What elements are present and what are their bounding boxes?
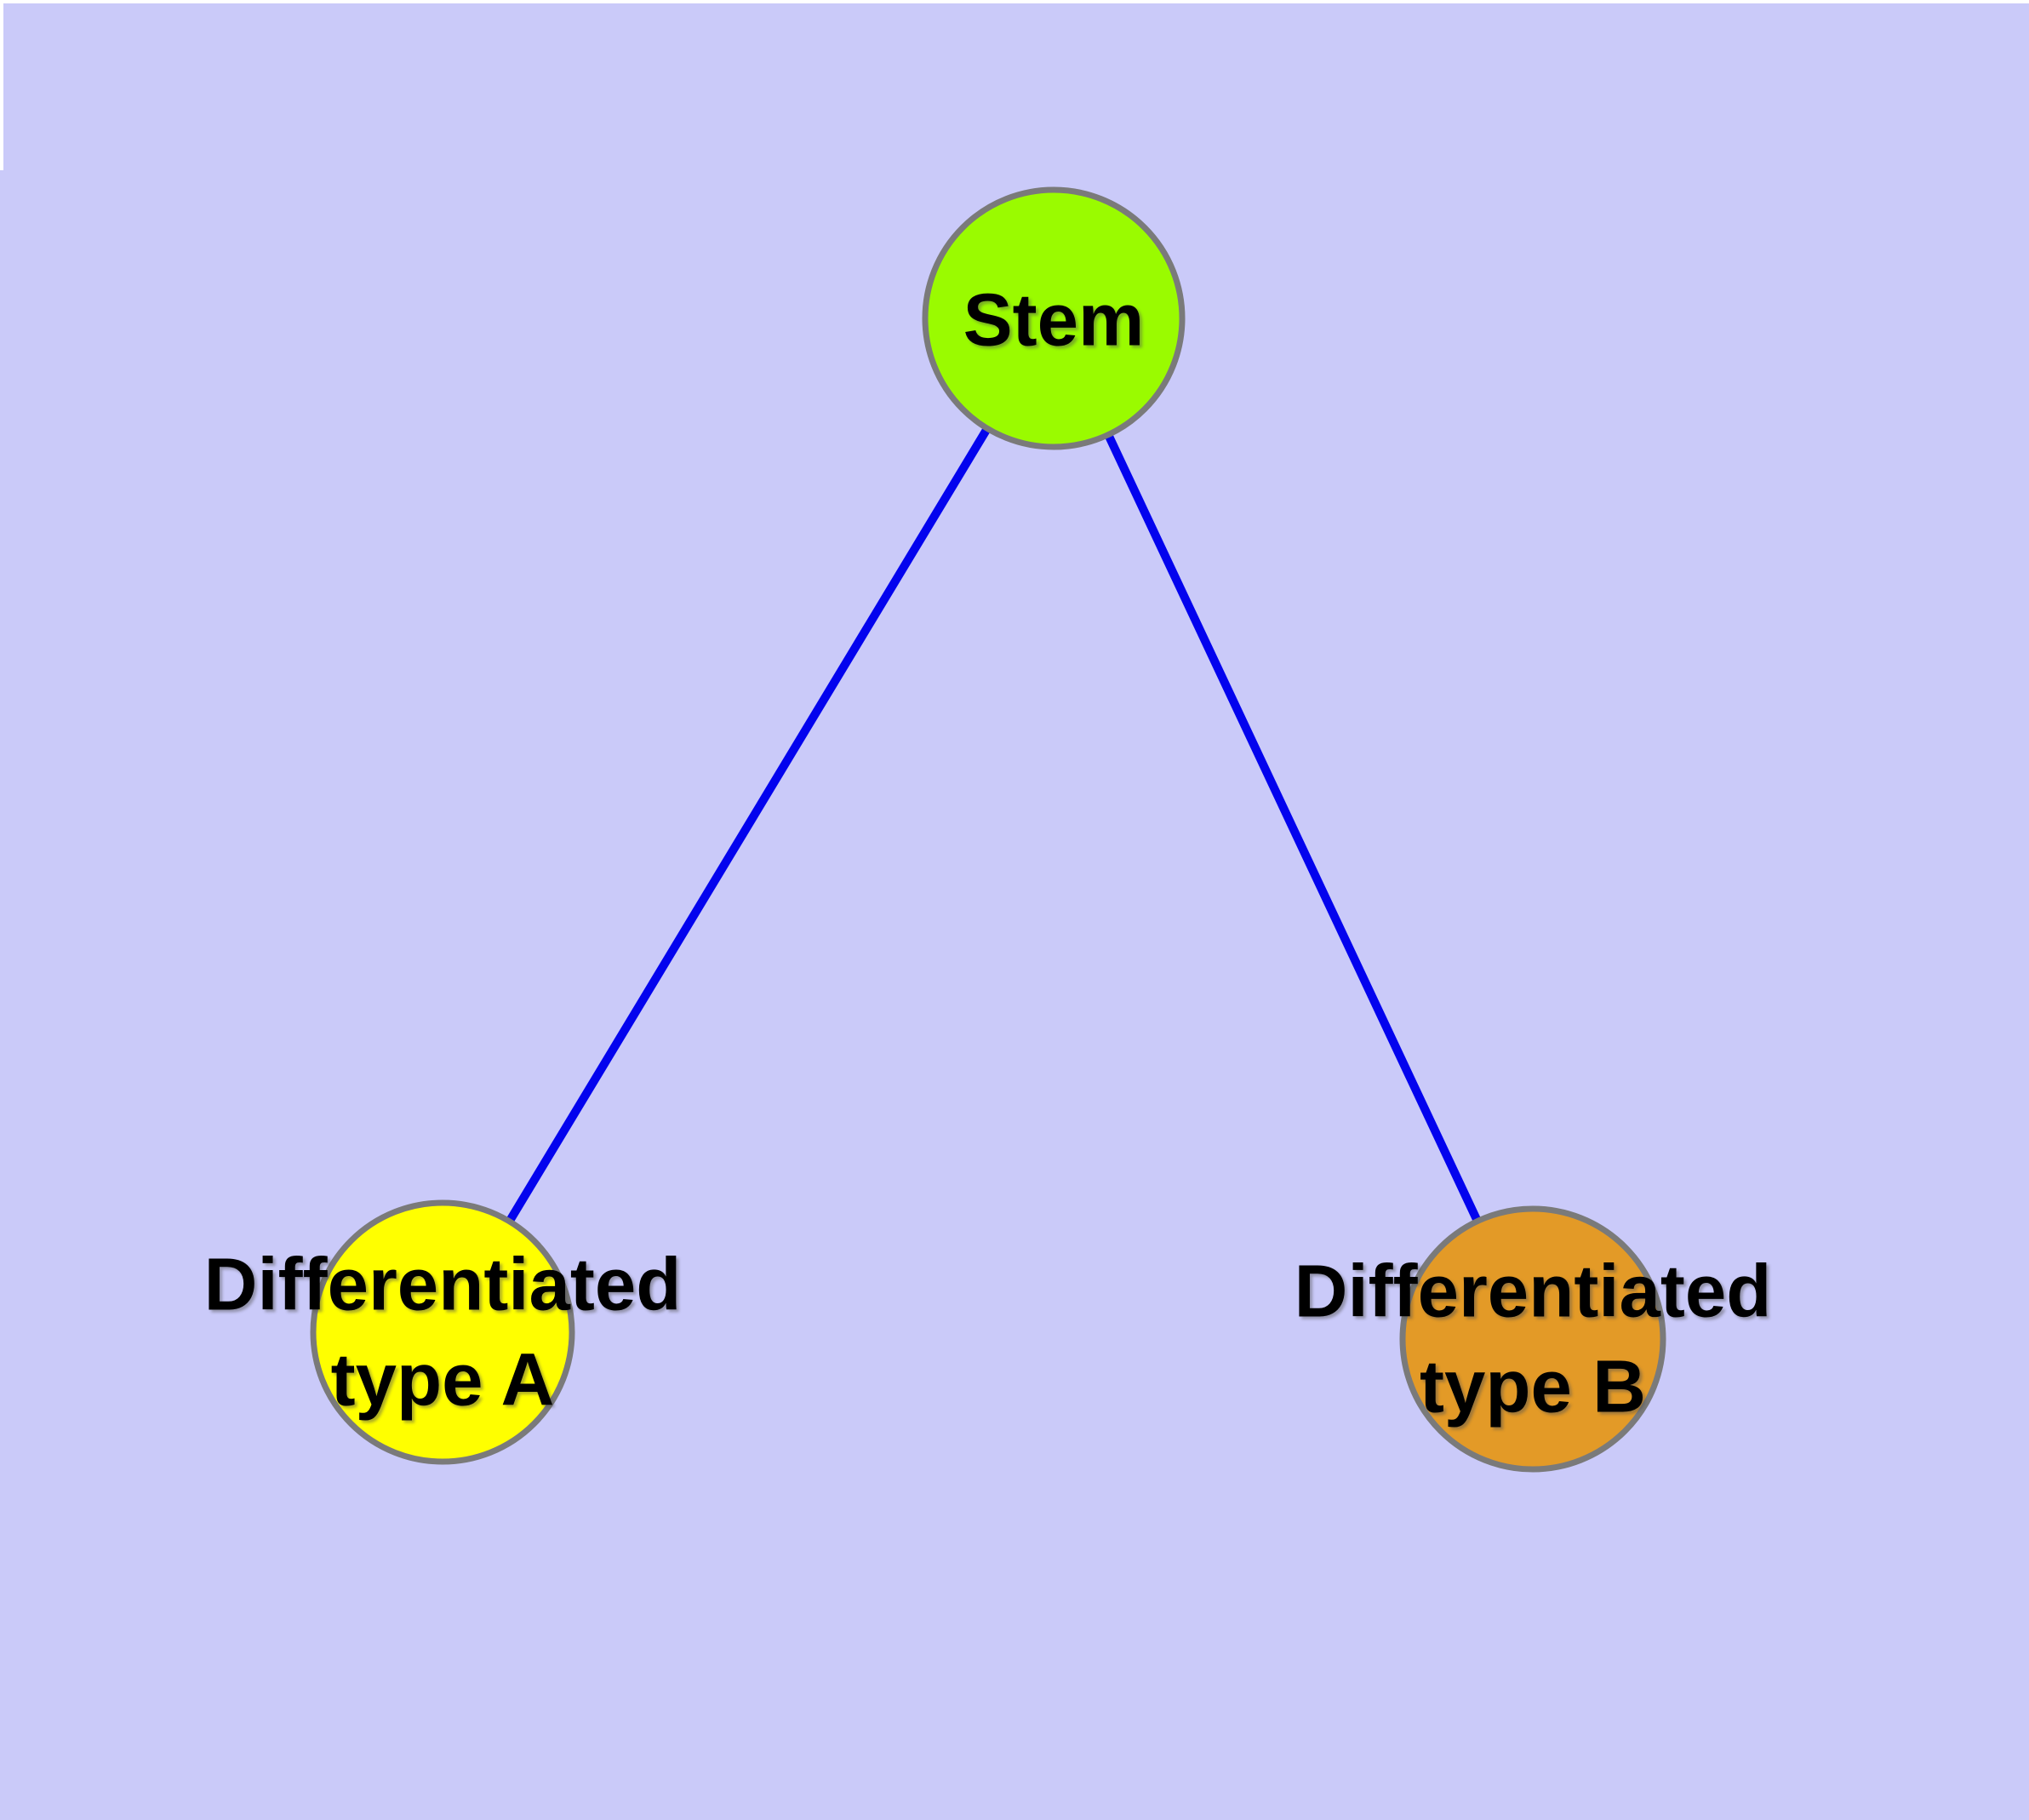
type-a-node-circle [310,1199,575,1465]
type-a-node-label-line1: Differentiated [204,1244,682,1326]
window-top-edge [0,0,2029,3]
type-b-node-circle [1399,1205,1666,1473]
stem-node-circle [922,186,1186,450]
type-b-node-label-line2: type B [1420,1346,1646,1428]
type-b-node-label-line1: Differentiated [1295,1251,1772,1333]
edge-stem-to-type-b [1049,314,1537,1343]
type-a-node-label-line2: type A [331,1339,555,1422]
edge-stem-to-type-a [438,314,1058,1336]
window-left-edge [0,0,3,170]
stem-node-label: Stem [963,279,1145,362]
